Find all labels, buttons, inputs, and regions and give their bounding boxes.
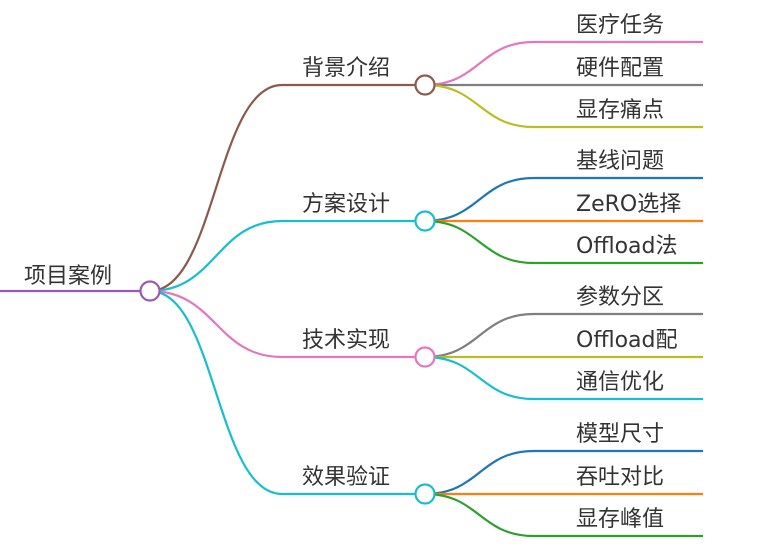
leaf-label: 硬件配置 — [576, 56, 664, 81]
leaf-connector — [424, 176, 703, 223]
branch-label: 背景介绍 — [302, 56, 390, 81]
leaf-connector — [424, 40, 703, 87]
connector-layer — [0, 40, 703, 538]
leaf-connector — [424, 492, 703, 538]
branch-node[interactable] — [414, 74, 436, 96]
branch-connector — [149, 289, 283, 496]
leaf-label: ZeRO选择 — [576, 192, 681, 217]
branch-node[interactable] — [414, 210, 436, 232]
branch-node[interactable] — [414, 346, 436, 368]
leaf-label: Offload法 — [576, 234, 678, 259]
branch-label: 技术实现 — [302, 328, 390, 353]
branch-connector — [149, 289, 283, 359]
leaf-label: 基线问题 — [576, 149, 664, 174]
leaf-label: 通信优化 — [576, 370, 664, 395]
node-layer — [139, 74, 436, 505]
leaf-label: 显存痛点 — [576, 98, 664, 123]
leaf-connector — [424, 219, 703, 265]
leaf-label: 吞吐对比 — [576, 465, 664, 490]
leaf-connector — [424, 83, 703, 129]
leaf-connector — [424, 449, 703, 496]
branch-connector — [149, 83, 283, 293]
branch-label: 方案设计 — [302, 192, 390, 217]
leaf-label: 参数分区 — [576, 285, 664, 310]
leaf-label: 医疗任务 — [576, 13, 664, 38]
root-node[interactable] — [139, 280, 161, 302]
root-label: 项目案例 — [24, 264, 112, 289]
leaf-connector — [424, 312, 703, 359]
leaf-label: Offload配 — [576, 328, 678, 353]
branch-node[interactable] — [414, 483, 436, 505]
leaf-label: 模型尺寸 — [576, 422, 664, 447]
branch-label: 效果验证 — [302, 465, 390, 490]
leaf-connector — [424, 355, 703, 401]
leaf-label: 显存峰值 — [576, 507, 664, 532]
branch-connector — [149, 219, 283, 293]
